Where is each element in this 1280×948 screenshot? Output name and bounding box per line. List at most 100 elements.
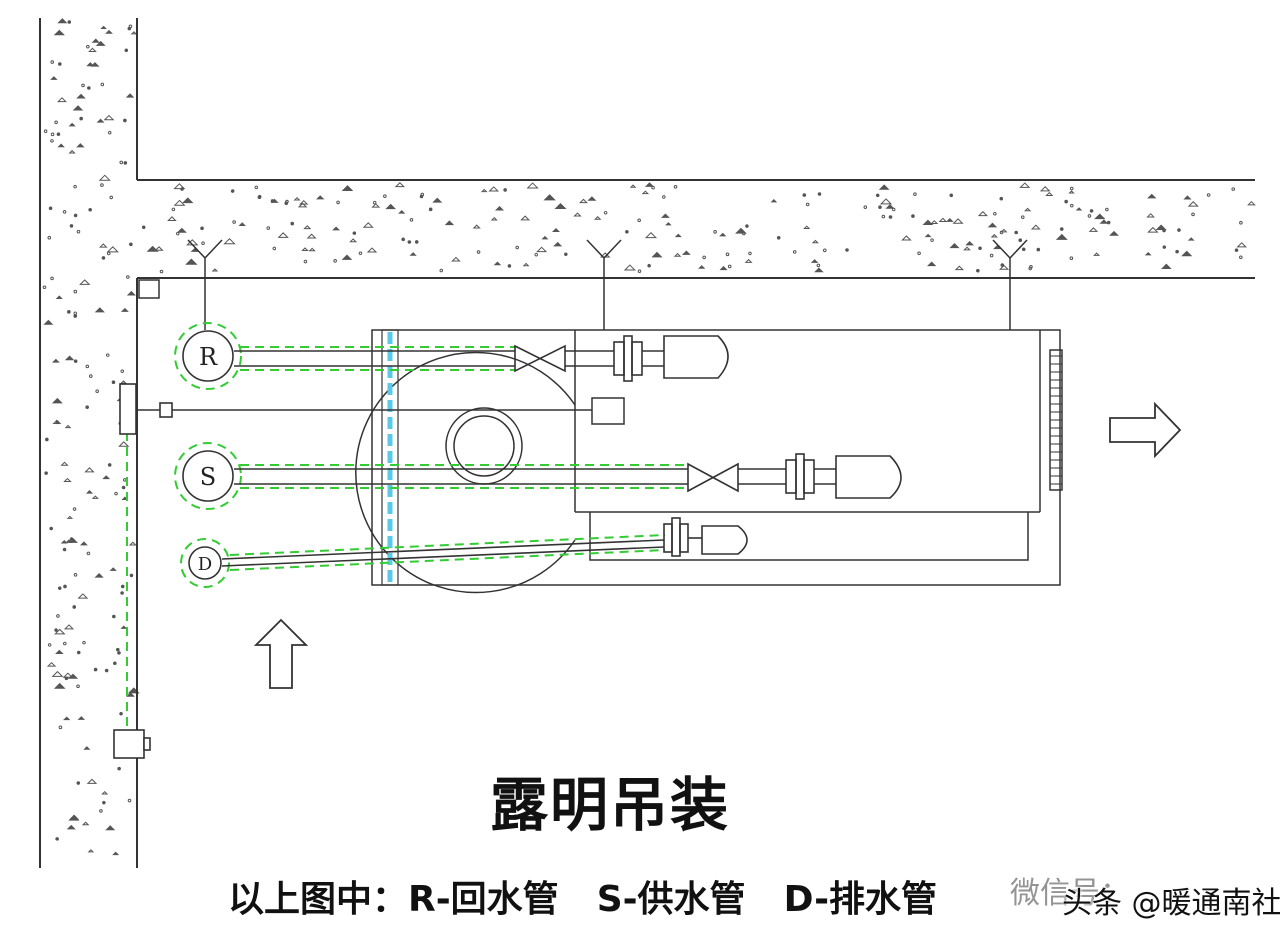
drain-guide-bottom <box>229 549 666 571</box>
concrete-speckle <box>297 202 308 208</box>
drain-pipe-label: D <box>198 554 212 575</box>
concrete-speckle <box>1093 252 1101 256</box>
concrete-speckles <box>42 18 1256 856</box>
concrete-speckle <box>107 130 112 135</box>
concrete-speckle <box>68 537 78 543</box>
control-box <box>591 397 625 425</box>
concrete-speckle <box>1019 182 1031 188</box>
legend-item-drain: D-排水管 <box>783 879 938 920</box>
concrete-speckle <box>50 139 54 143</box>
concrete-speckle <box>358 251 363 255</box>
concrete-speckle <box>91 38 100 43</box>
concrete-speckle <box>534 252 539 257</box>
concrete-speckle <box>963 246 971 251</box>
concrete-speckle <box>306 233 317 239</box>
concrete-speckle <box>73 213 78 218</box>
concrete-speckle <box>109 195 114 200</box>
wall-switch <box>113 729 145 759</box>
concrete-speckle <box>603 211 608 215</box>
concrete-speckle <box>173 183 186 190</box>
concrete-speckle <box>146 245 159 252</box>
concrete-speckle <box>72 605 77 609</box>
concrete-speckle <box>76 650 81 655</box>
concrete-speckle <box>48 206 53 211</box>
concrete-speckle <box>993 245 1002 250</box>
concrete-speckle <box>1036 247 1041 252</box>
concrete-speckle <box>54 120 58 125</box>
concrete-speckle <box>53 628 66 635</box>
thermostat-box <box>119 383 137 435</box>
concrete-speckle <box>1069 256 1074 260</box>
concrete-speckle <box>112 851 120 856</box>
concrete-speckle <box>414 240 419 244</box>
concrete-speckle <box>697 265 706 269</box>
concrete-speckle <box>674 233 682 238</box>
concrete-speckle <box>490 216 498 221</box>
concrete-speckle <box>201 241 205 245</box>
concrete-speckle <box>185 258 198 265</box>
concrete-speckle <box>741 231 746 236</box>
concrete-speckle <box>85 490 94 494</box>
concrete-speckle <box>176 227 187 233</box>
concrete-speckle <box>451 256 461 262</box>
concrete-speckle <box>641 190 650 195</box>
concrete-speckle <box>76 93 86 99</box>
concrete-speckle <box>159 269 164 274</box>
concrete-speckle <box>63 477 72 483</box>
concrete-speckle <box>922 219 934 226</box>
concrete-speckle <box>266 226 271 230</box>
concrete-speckle <box>476 250 481 254</box>
concrete-speckle <box>130 31 138 35</box>
concrete-speckle <box>120 591 124 595</box>
concrete-speckle <box>257 194 262 199</box>
concrete-speckle <box>1000 228 1008 233</box>
concrete-speckle <box>1089 209 1094 213</box>
drain-guide-top <box>229 534 666 556</box>
concrete-speckle <box>1175 249 1179 254</box>
concrete-speckle <box>978 246 982 251</box>
concrete-speckle <box>432 197 443 203</box>
concrete-speckle <box>998 264 1010 270</box>
concrete-speckle <box>493 261 502 266</box>
concrete-speckle <box>637 269 642 273</box>
concrete-speckle <box>949 243 960 249</box>
concrete-structure <box>39 18 1256 868</box>
concrete-speckle <box>68 815 80 821</box>
concrete-speckle <box>175 231 180 236</box>
concrete-speckle <box>917 251 921 256</box>
concrete-speckle <box>63 624 75 630</box>
concrete-speckle <box>45 437 49 442</box>
fan-volute <box>355 351 576 594</box>
concrete-speckle <box>1014 230 1018 235</box>
concrete-speckle <box>1162 245 1167 249</box>
concrete-speckle <box>67 310 71 314</box>
concrete-speckle <box>211 268 219 272</box>
concrete-speckle <box>101 256 106 260</box>
concrete-speckle <box>49 526 54 531</box>
concrete-speckle <box>333 259 337 263</box>
concrete-speckle <box>719 266 728 271</box>
concrete-speckle <box>993 212 997 216</box>
concrete-speckle <box>128 541 137 546</box>
concrete-speckle <box>1030 224 1041 230</box>
concrete-speckle <box>50 132 55 137</box>
concrete-speckle <box>55 420 60 425</box>
concrete-speckle <box>1177 228 1181 232</box>
concrete-speckle <box>112 614 116 619</box>
concrete-speckle <box>954 265 964 271</box>
concrete-speckle <box>875 193 880 198</box>
concrete-speckle <box>79 116 83 121</box>
concrete-speckle <box>366 247 378 253</box>
concrete-speckle <box>87 849 95 853</box>
concrete-speckle <box>77 593 89 599</box>
concrete-speckle <box>748 251 752 256</box>
concrete-speckle <box>1183 195 1192 200</box>
concrete-speckle <box>60 461 69 466</box>
concrete-speckle <box>232 220 236 224</box>
concrete-speckle <box>551 228 561 233</box>
concrete-speckle <box>51 670 64 677</box>
concrete-speckle <box>63 584 67 589</box>
concrete-speckle <box>66 824 76 830</box>
